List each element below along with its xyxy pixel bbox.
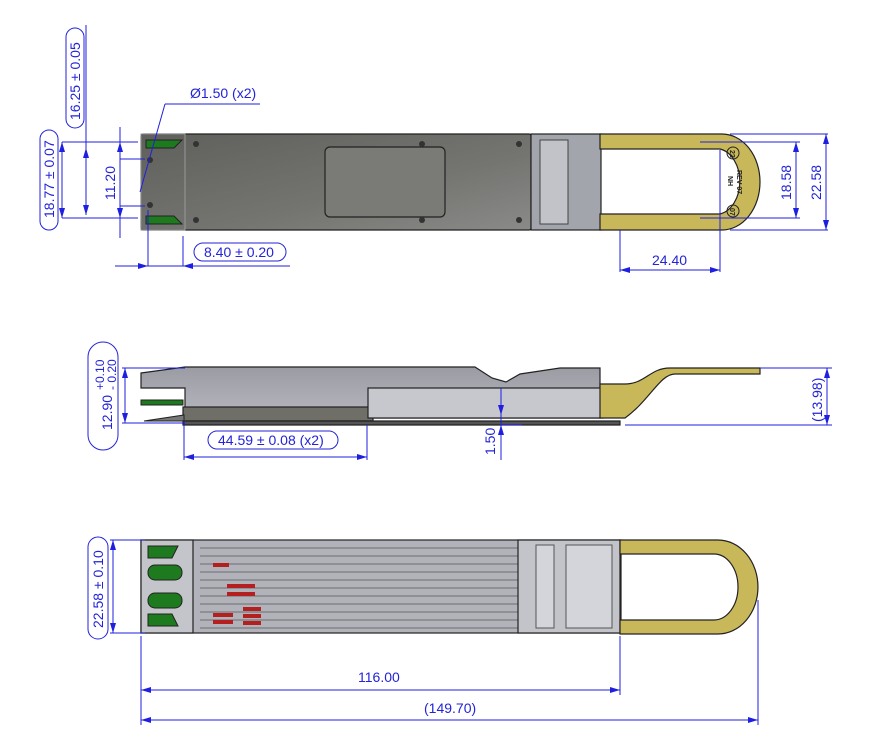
- dim-tab-length: 24.40: [652, 252, 687, 268]
- dim-offset: 8.40 ± 0.20: [204, 244, 274, 260]
- fin-lines: [200, 547, 518, 629]
- dim-body-length: 116.00: [358, 669, 400, 685]
- heatsink-window: [324, 146, 446, 218]
- bottom-pull-tab: [619, 539, 759, 635]
- dim-hole: Ø1.50 (x2): [190, 85, 256, 101]
- dim-total-length: (149.70): [424, 700, 476, 716]
- edge-contacts: [147, 545, 183, 627]
- svg-text:22: 22: [728, 150, 735, 158]
- dim-width: 22.58 ± 0.10: [90, 550, 106, 628]
- dim-tab-outer: 22.58: [808, 165, 824, 200]
- svg-text:NH: NH: [726, 176, 733, 186]
- pull-tab: [599, 133, 761, 231]
- dim-width-tol: 18.77 ± 0.07: [41, 140, 57, 218]
- side-view: 12.90 +0.10 - 0.20 44.59 ± 0.08 (x2) 1.5…: [87, 341, 832, 460]
- side-pull-tab: [599, 367, 761, 419]
- dim-span: 44.59 ± 0.08 (x2): [218, 432, 324, 448]
- bottom-view: 22.58 ± 0.10 116.00 (149.70): [87, 536, 759, 725]
- dim-height: 12.90: [99, 395, 115, 430]
- dim-length-tol: 16.25 ± 0.05: [67, 42, 83, 120]
- dim-tab-height: (13.98): [809, 378, 825, 422]
- screw-holes: [147, 141, 522, 223]
- pcb-contact-bottom: [145, 215, 184, 225]
- dim-step: 1.50: [482, 428, 498, 455]
- dim-height-plus: +0.10: [93, 359, 107, 390]
- pcb-contact-top: [145, 139, 184, 149]
- components: [213, 563, 261, 625]
- dim-pin-spacing: 11.20: [102, 166, 118, 200]
- svg-text:07: 07: [728, 208, 735, 216]
- svg-text:REV 07: REV 07: [735, 170, 742, 194]
- dim-height-minus: - 0.20: [105, 359, 119, 390]
- dim-tab-inner: 18.58: [778, 165, 794, 200]
- top-view: 22 07 REV 07 NH 16.25 ± 0.05 18.77 ± 0.0…: [39, 25, 829, 273]
